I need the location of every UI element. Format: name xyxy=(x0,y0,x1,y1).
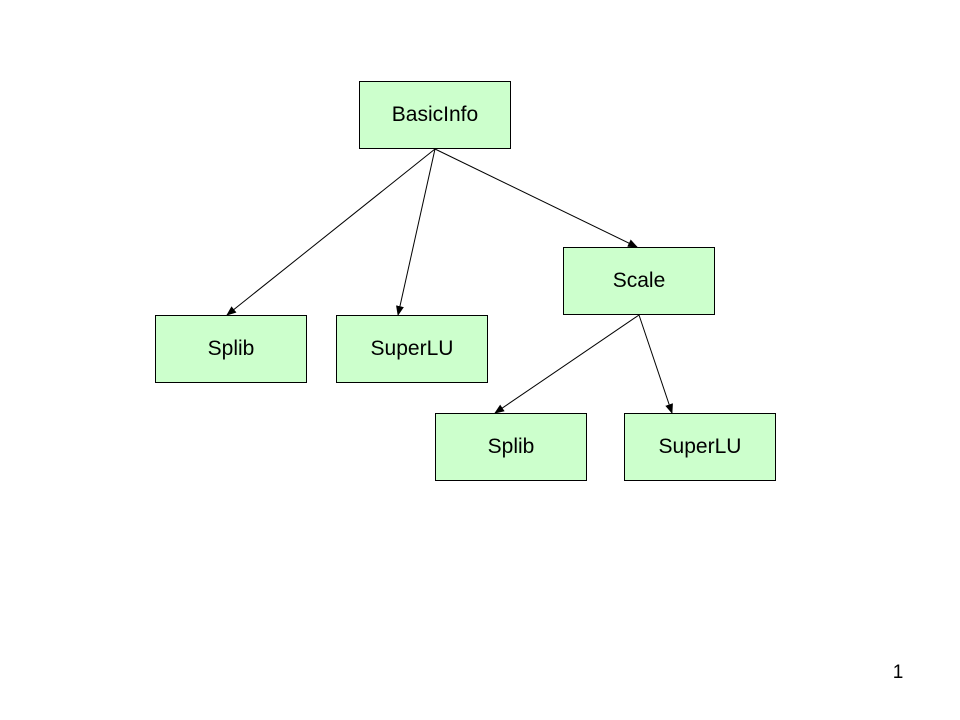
node-label: Splib xyxy=(487,435,535,458)
node-basicinfo: BasicInfo xyxy=(359,81,511,149)
node-label: BasicInfo xyxy=(391,103,479,126)
node-label: SuperLU xyxy=(370,337,454,360)
node-label: Splib xyxy=(207,337,255,360)
node-label: SuperLU xyxy=(658,435,742,458)
edge-arrow-basicinfo-to-scale xyxy=(434,148,638,248)
page-number: 1 xyxy=(892,662,904,683)
node-scale: Scale xyxy=(563,247,715,315)
edge-arrow-basicinfo-to-splib_1 xyxy=(226,148,436,316)
node-superlu-left: SuperLU xyxy=(336,315,488,383)
node-superlu-right: SuperLU xyxy=(624,413,776,481)
edge-arrow-scale-to-superlu_2 xyxy=(638,314,673,414)
node-splib-left: Splib xyxy=(155,315,307,383)
edge-arrow-scale-to-splib_2 xyxy=(494,314,640,414)
node-label: Scale xyxy=(612,269,666,292)
edge-arrow-basicinfo-to-superlu_1 xyxy=(396,148,436,316)
node-splib-right: Splib xyxy=(435,413,587,481)
